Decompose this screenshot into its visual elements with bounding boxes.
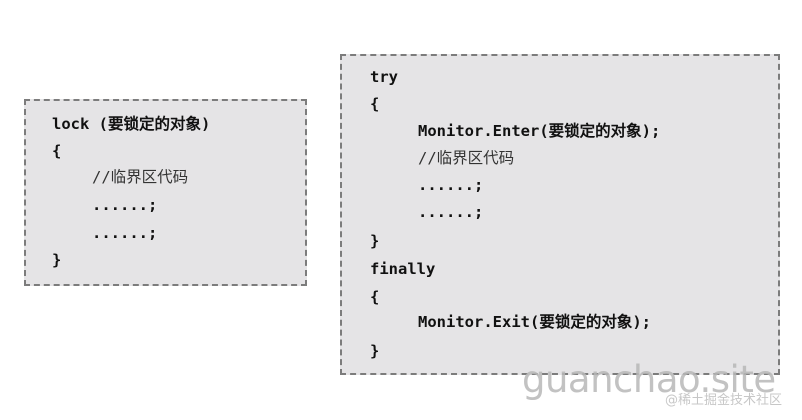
monitor-enter-line: Monitor.Enter(要锁定的对象); xyxy=(418,122,661,140)
try-keyword-line: try xyxy=(370,68,398,86)
placeholder-statement-line: ......; xyxy=(418,203,484,221)
finally-close-brace: } xyxy=(370,342,380,360)
critical-section-comment: //临界区代码 xyxy=(92,168,189,186)
try-close-brace: } xyxy=(370,232,380,250)
placeholder-statement-line: ......; xyxy=(418,176,484,194)
watermark-community-text: @稀土掘金技术社区 xyxy=(665,393,783,408)
finally-keyword-line: finally xyxy=(370,260,436,278)
monitor-code-box: try { Monitor.Enter(要锁定的对象); //临界区代码 ...… xyxy=(340,54,780,375)
lock-open-brace: { xyxy=(52,142,62,160)
finally-open-brace: { xyxy=(370,288,380,306)
critical-section-comment: //临界区代码 xyxy=(418,149,515,167)
watermark-site-text: guanchao.site xyxy=(522,358,776,401)
monitor-exit-line: Monitor.Exit(要锁定的对象); xyxy=(418,313,651,331)
lock-statement-line: lock (要锁定的对象) xyxy=(52,115,211,133)
lock-code-box: lock (要锁定的对象) { //临界区代码 ......; ......; … xyxy=(24,99,307,286)
placeholder-statement-line: ......; xyxy=(92,196,158,214)
try-open-brace: { xyxy=(370,95,380,113)
lock-close-brace: } xyxy=(52,251,62,269)
placeholder-statement-line: ......; xyxy=(92,224,158,242)
